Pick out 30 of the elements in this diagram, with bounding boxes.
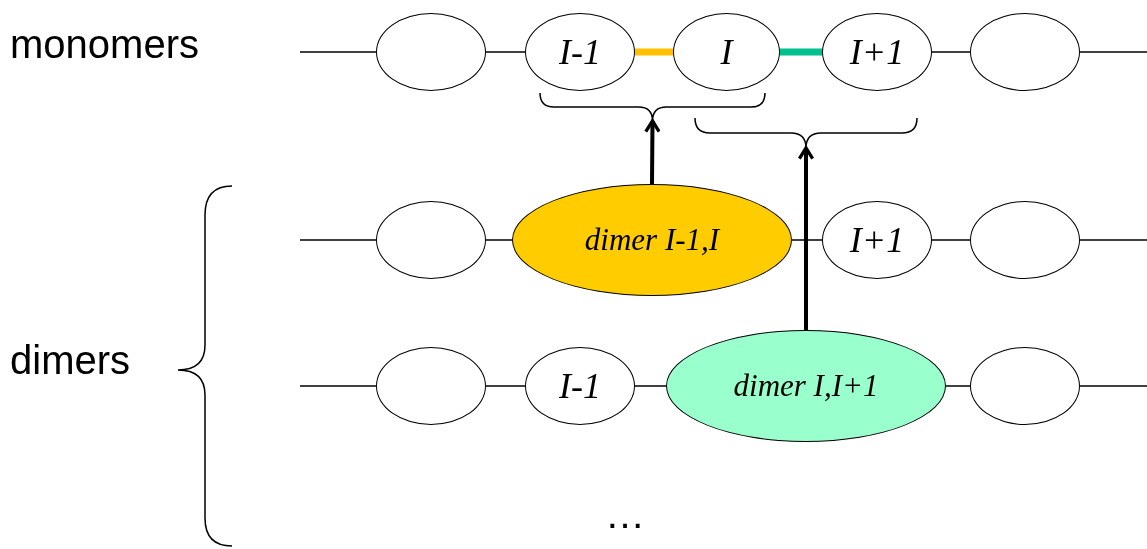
- connector-line: [485, 51, 526, 53]
- connector-line: [1079, 239, 1147, 241]
- connector-line: [299, 51, 377, 53]
- row-label: dimers: [10, 338, 131, 383]
- connector-line: [485, 239, 513, 241]
- connector-line: [485, 385, 526, 387]
- connector-line: [299, 239, 377, 241]
- connector-line: [299, 385, 377, 387]
- node-label: I+1: [849, 31, 905, 73]
- node-label: dimer I-1,I: [584, 222, 720, 258]
- row-label: monomers: [10, 22, 199, 67]
- connector-line: [635, 48, 673, 56]
- connector-line: [931, 51, 971, 53]
- connector-line: [1079, 385, 1147, 387]
- brace: [694, 117, 918, 149]
- connector-line: [780, 48, 822, 56]
- connector-line: [1079, 51, 1147, 53]
- connector-line: [945, 385, 971, 387]
- connector-line: [791, 239, 823, 241]
- ellipsis: …: [605, 492, 645, 537]
- connector-line: [634, 385, 667, 387]
- connector-line: [931, 239, 971, 241]
- arrow: [644, 119, 661, 184]
- node-label: I-1: [559, 31, 601, 73]
- arrow: [797, 146, 815, 330]
- node-label: dimer I,I+1: [733, 368, 879, 404]
- node-label: I+1: [849, 219, 905, 261]
- brace: [539, 92, 766, 122]
- node-label: I-1: [559, 365, 601, 407]
- node-label: I: [720, 31, 733, 73]
